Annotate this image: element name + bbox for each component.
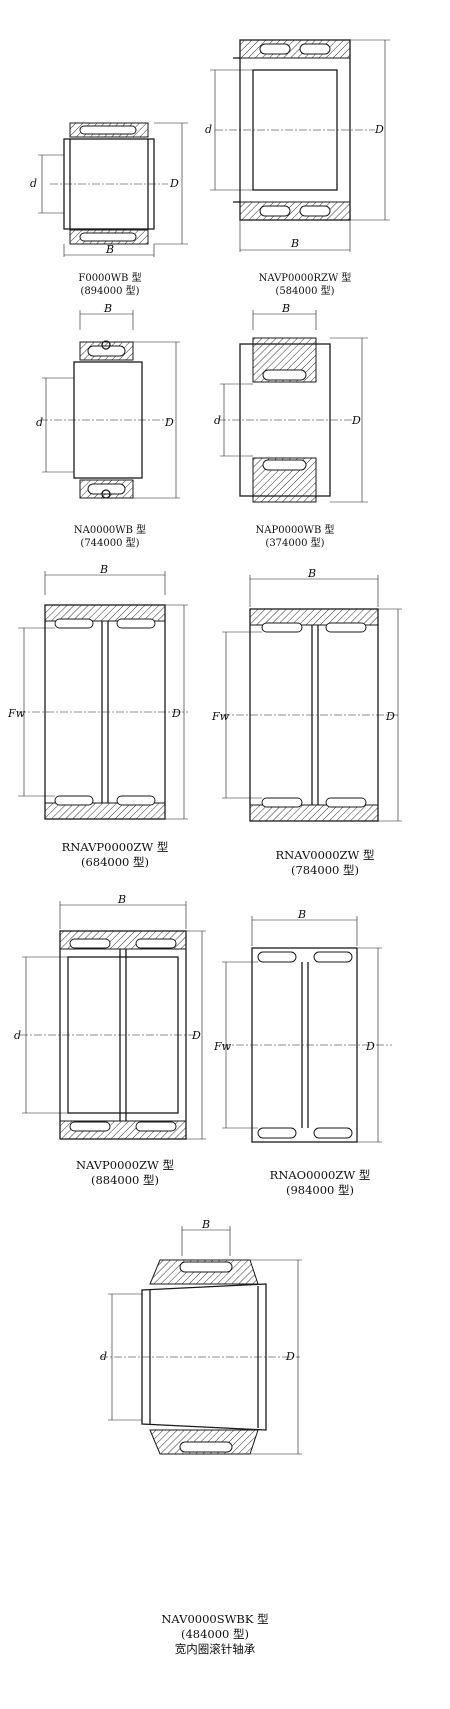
designation: RNAVP0000ZW 型 [61,840,169,854]
raceway-label: Fw [213,1040,232,1053]
width-label: B [117,893,126,906]
legacy-code: (744000 型) [80,538,140,549]
caption-rnav0000zw: RNAV0000ZW 型 (784000 型) [250,848,400,878]
bore-label: d [214,414,221,427]
drawing-nap0000wb: B d D [208,300,388,510]
designation: RNAO0000ZW 型 [269,1168,371,1182]
width-label: B [307,567,316,580]
bore-label: d [30,177,37,190]
caption-rnao0000zw: RNAO0000ZW 型 (984000 型) [240,1168,400,1198]
drawing-rnavp0000zw: B Fw D [7,563,208,835]
bore-label: d [100,1350,107,1363]
width-label: B [297,908,306,921]
legacy-code: (784000 型) [290,863,360,877]
figure-note: 宽内圈滚针轴承 [174,1642,256,1656]
legacy-code: (374000 型) [265,538,325,549]
designation: NAV0000SWBK 型 [161,1612,269,1626]
width-label: B [281,302,290,315]
outer-label: D [385,710,395,723]
drawing-na0000wb: B d D [30,300,195,510]
legacy-code: (884000 型) [90,1173,160,1187]
designation: NAP0000WB 型 [255,525,335,536]
outer-label: D [191,1029,201,1042]
bore-label: d [14,1029,21,1042]
designation: NA0000WB 型 [73,525,147,536]
drawing-rnav0000zw: B Fw D [210,565,410,835]
outer-label: D [365,1040,375,1053]
designation: NAVP0000RZW 型 [258,273,352,284]
raceway-label: Fw [7,707,26,720]
caption-rnavp0000zw: RNAVP0000ZW 型 (684000 型) [35,840,195,870]
outer-label: D [171,707,181,720]
width-label: B [105,243,114,256]
legacy-code: (484000 型) [180,1627,250,1641]
drawing-rnao0000zw: B Fw D [212,908,412,1160]
raceway-label: Fw [211,710,230,723]
legacy-code: (984000 型) [285,1183,355,1197]
drawing-nav0000swbk: B d D [90,1218,320,1490]
width-label: B [201,1218,210,1231]
outer-label: D [285,1350,295,1363]
caption-nap0000wb: NAP0000WB 型 (374000 型) [235,524,355,550]
width-label: B [103,302,112,315]
caption-na0000wb: NA0000WB 型 (744000 型) [50,524,170,550]
caption-f0000wb: F0000WB 型 (894000 型) [50,272,170,298]
caption-navp0000rzw: NAVP0000RZW 型 (584000 型) [240,272,370,298]
outer-label: D [374,123,384,136]
designation: RNAV0000ZW 型 [275,848,375,862]
bore-label: d [36,416,43,429]
outer-label: D [164,416,174,429]
caption-nav0000swbk: NAV0000SWBK 型 (484000 型) 宽内圈滚针轴承 [125,1612,305,1657]
designation: NAVP0000ZW 型 [75,1158,175,1172]
bore-label: d [205,123,212,136]
legacy-code: (684000 型) [80,855,150,869]
width-label: B [290,237,299,250]
legacy-code: (894000 型) [80,286,140,297]
legacy-code: (584000 型) [275,286,335,297]
outer-label: D [351,414,361,427]
drawing-f0000wb: d D B [20,115,200,260]
drawing-navp0000zw: B d D [8,893,208,1150]
drawing-navp0000rzw: d D B [205,30,405,260]
caption-navp0000zw: NAVP0000ZW 型 (884000 型) [50,1158,200,1188]
designation: F0000WB 型 [78,273,142,284]
width-label: B [99,563,108,576]
outer-label: D [169,177,179,190]
